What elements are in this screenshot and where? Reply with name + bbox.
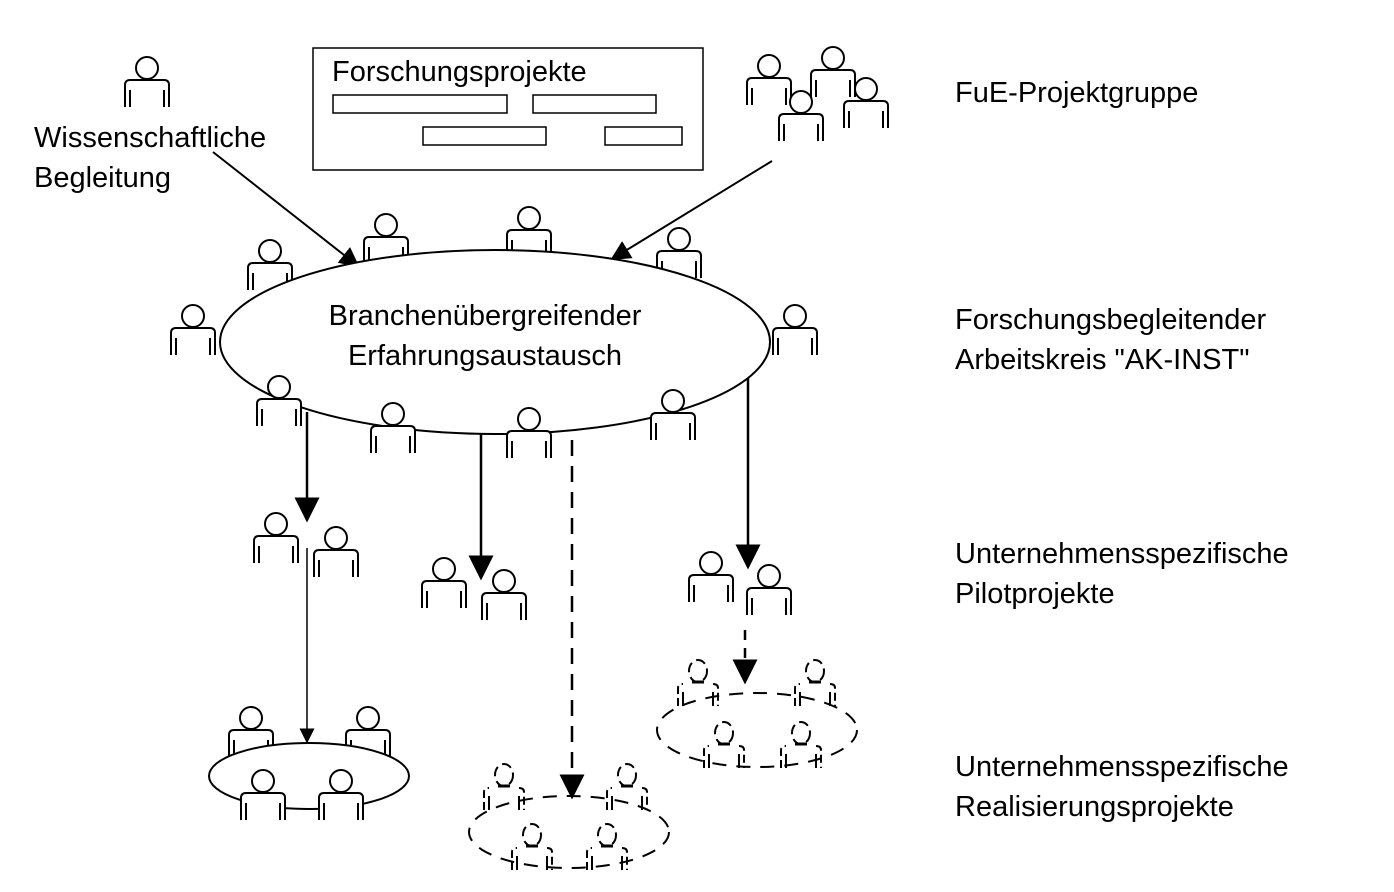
scientific-support-person-icon xyxy=(124,56,170,108)
research-projects-title: Forschungsprojekte xyxy=(332,56,587,88)
arrow-down-icon xyxy=(610,160,773,261)
realisation-table-left xyxy=(208,706,410,821)
person-icon xyxy=(746,564,792,616)
realisation-table-right-planned xyxy=(656,658,858,770)
level-label-ak-inst-line2: Arbeitskreis "AK-INST" xyxy=(955,344,1250,376)
person-icon xyxy=(702,720,746,770)
scientific-support-label-line2: Begleitung xyxy=(34,162,172,194)
level-label-pilot-line2: Pilotprojekte xyxy=(955,578,1115,610)
level-label-realisation-line1: Unternehmensspezifische xyxy=(955,751,1289,783)
arrow-down-icon xyxy=(212,151,360,268)
research-projects-box xyxy=(312,47,704,171)
level-label-ak-inst-line1: Forschungsbegleitender xyxy=(955,304,1267,336)
person-icon xyxy=(688,551,734,603)
pilot-group-middle xyxy=(421,557,527,621)
pilot-group-left xyxy=(253,512,359,578)
person-icon xyxy=(510,822,554,872)
scientific-support-label-line1: Wissenschaftliche xyxy=(34,122,267,154)
person-icon xyxy=(421,557,467,609)
pilot-group-right xyxy=(688,551,792,616)
person-icon xyxy=(481,569,527,621)
level-label-realisation-line2: Realisierungsprojekte xyxy=(955,791,1234,823)
person-icon xyxy=(124,56,170,108)
person-icon xyxy=(170,304,216,356)
person-icon xyxy=(779,720,823,770)
level-label-pilot-line1: Unternehmensspezifische xyxy=(955,538,1289,570)
exchange-label-line2: Erfahrungsaustausch xyxy=(347,340,623,372)
person-icon xyxy=(746,54,792,106)
realisation-table-middle-planned xyxy=(468,762,670,872)
exchange-ellipse xyxy=(219,249,771,435)
level-label-fue: FuE-Projektgruppe xyxy=(955,77,1199,109)
person-icon xyxy=(810,46,856,98)
person-icon xyxy=(253,512,299,564)
person-icon xyxy=(482,762,526,812)
fue-group-icon xyxy=(746,46,889,142)
person-icon xyxy=(585,822,629,872)
person-icon xyxy=(772,304,818,356)
exchange-label-line1: Branchenübergreifender xyxy=(328,300,642,332)
person-icon xyxy=(676,658,720,708)
person-icon xyxy=(313,526,359,578)
